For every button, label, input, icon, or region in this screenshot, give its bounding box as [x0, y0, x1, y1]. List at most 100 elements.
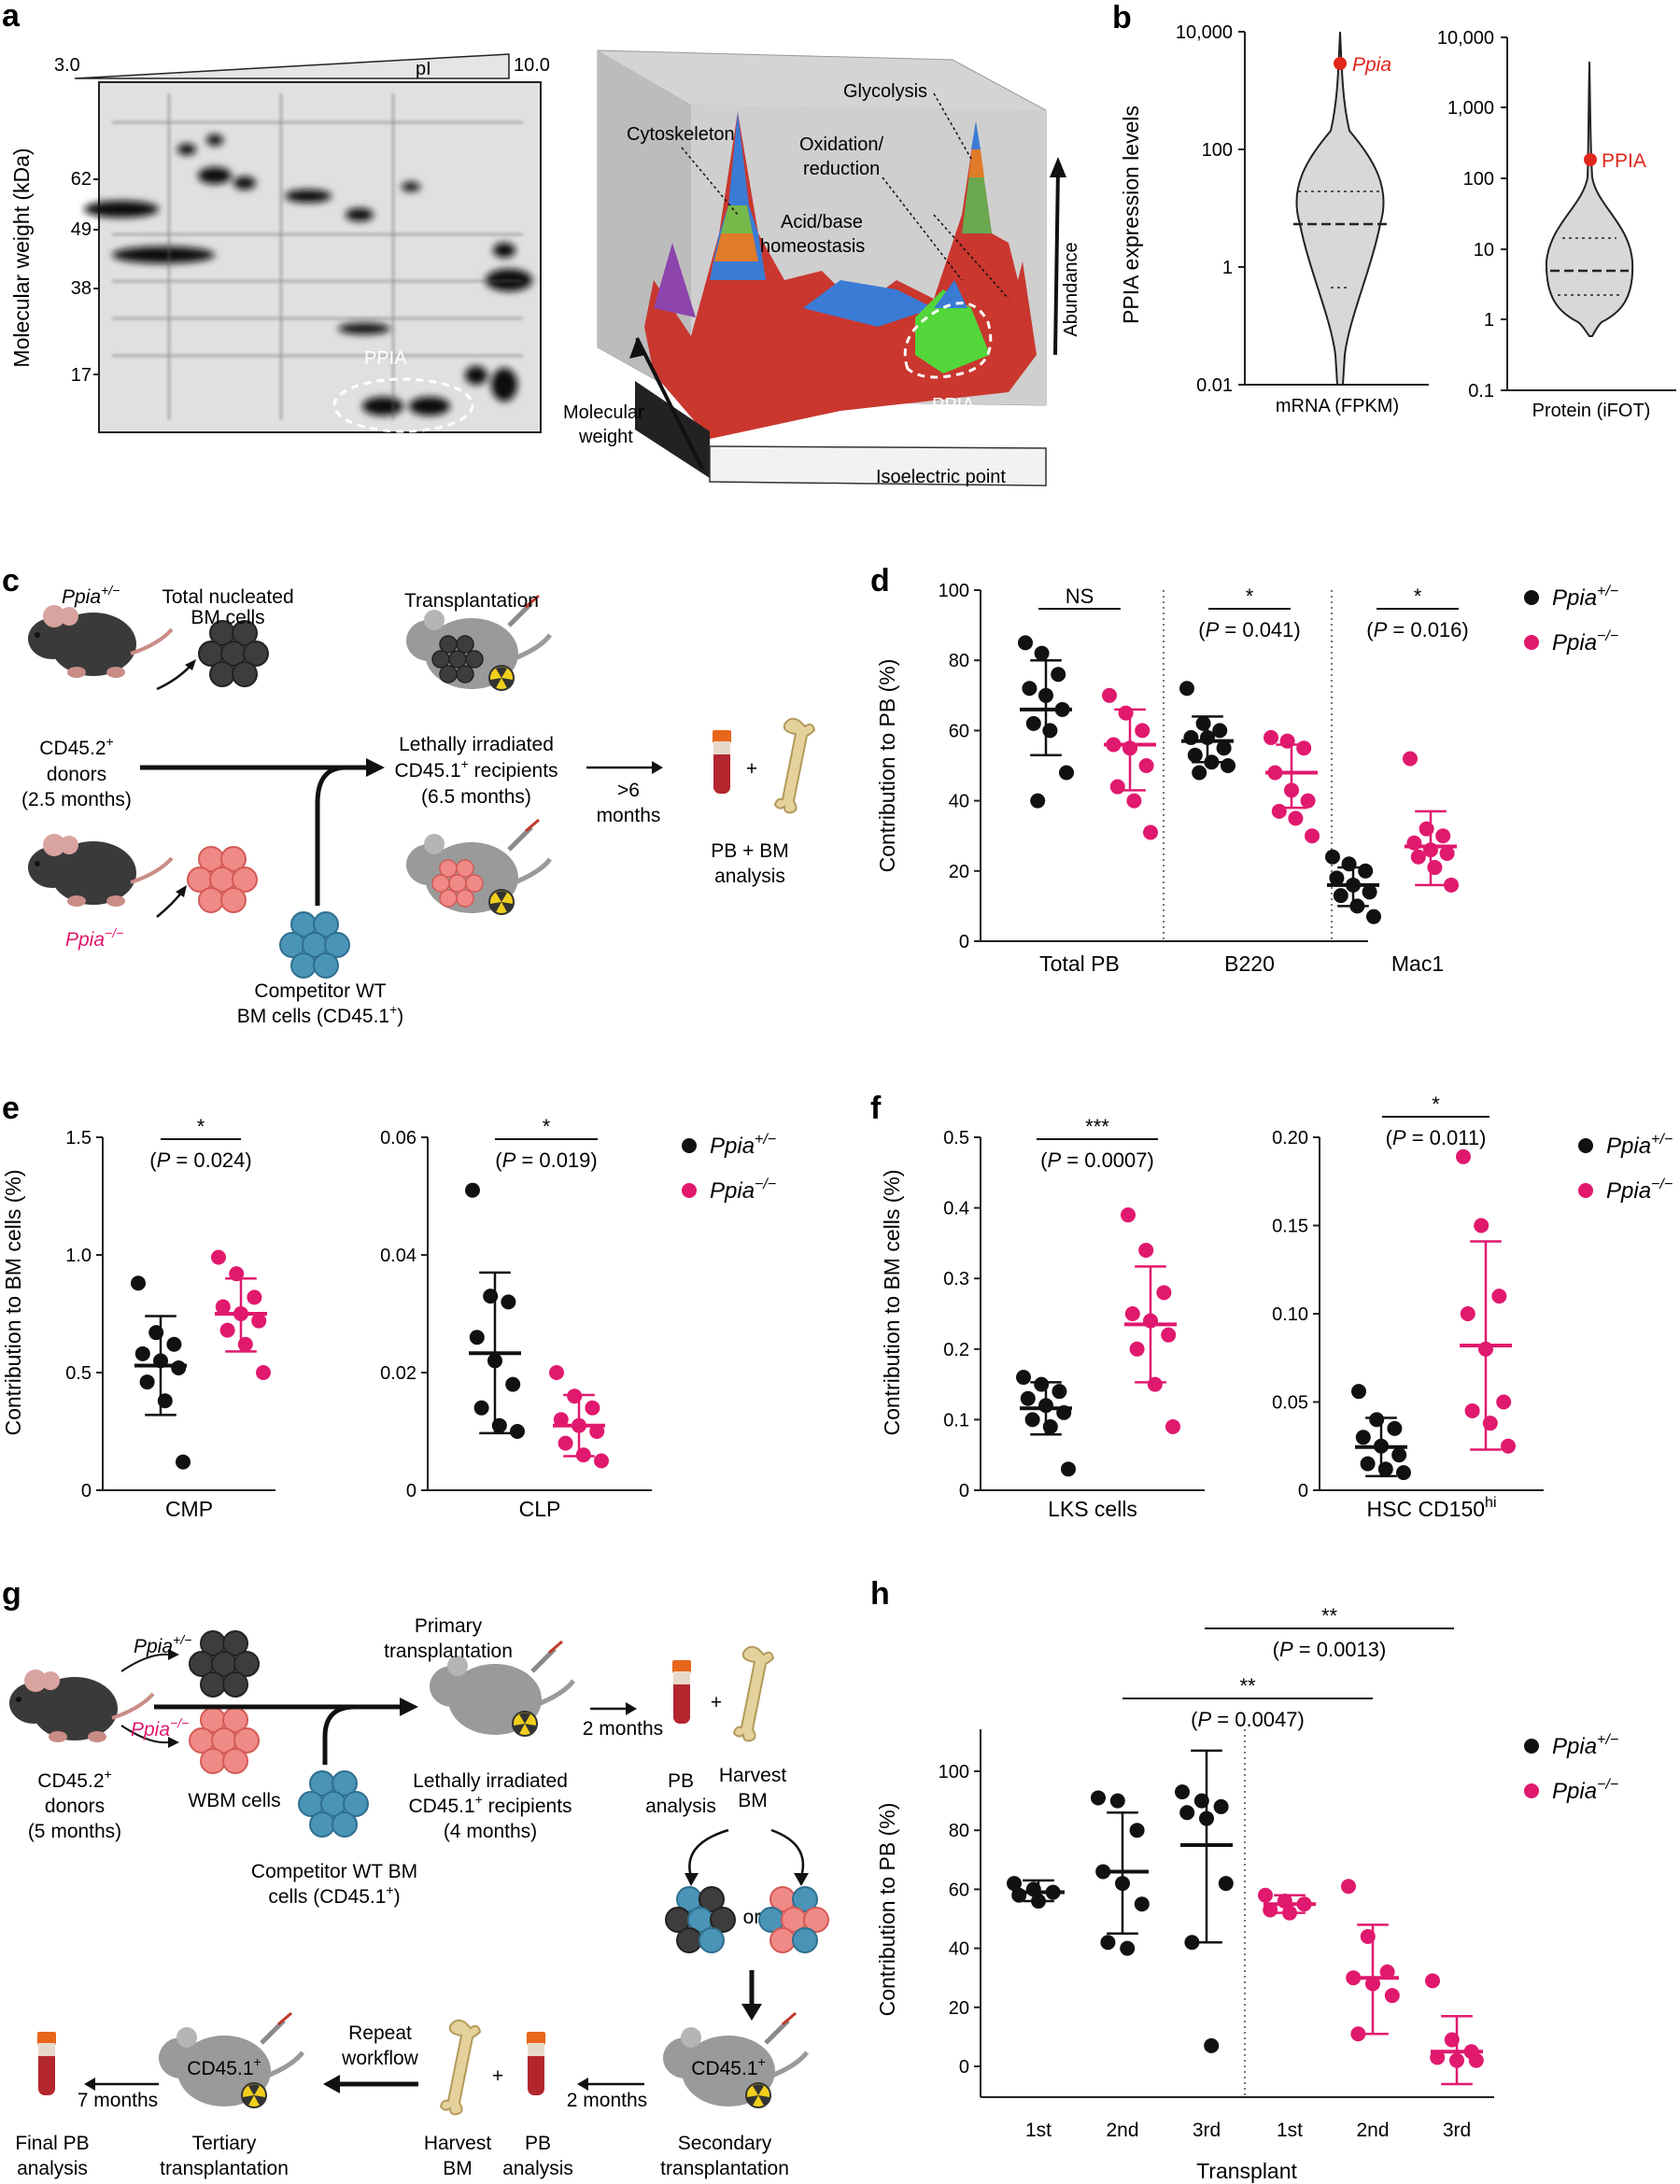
legend-ko-label: Ppia−/−	[1552, 628, 1618, 655]
d-sig-stars: *	[1414, 585, 1422, 608]
e-chart-point	[558, 1435, 573, 1451]
g-donors-1: CD45.2+	[37, 1767, 111, 1792]
mrna-tick: 100	[1202, 140, 1233, 161]
f-chart-point	[1456, 1148, 1471, 1164]
label-mw-2: weight	[578, 427, 633, 447]
c-ko-genotype: Ppia−/−	[65, 925, 123, 951]
h-y-tick-label: 60	[949, 1880, 969, 1900]
e-chart-point	[510, 1424, 525, 1439]
f-chart-y1-tick-label: 0.20	[1272, 1128, 1308, 1148]
d-point	[1216, 740, 1232, 756]
h-point	[1379, 1964, 1395, 1980]
d-sig-stars: *	[1246, 585, 1254, 608]
h-point	[1179, 1805, 1195, 1821]
ph-left: 3.0	[54, 55, 80, 76]
h-y-tick-label: 0	[959, 2057, 969, 2078]
c-time-2: months	[597, 805, 661, 826]
d-point	[1410, 849, 1426, 865]
g-pb-1: PB	[668, 1770, 694, 1792]
f-chart-point	[1165, 1418, 1180, 1434]
d-point	[1187, 747, 1203, 763]
d-y-tick-label: 100	[939, 581, 969, 601]
h-x-tick: 2nd	[1356, 2120, 1389, 2141]
g-tertiary-1: Tertiary	[192, 2133, 257, 2154]
f-chart-y0-tick-label: 0	[959, 1481, 969, 1501]
f-chart-point	[1129, 1341, 1145, 1357]
e-chart-point	[553, 1412, 569, 1428]
f-chart-y0-tick-label: 0.5	[943, 1128, 969, 1148]
d-point	[1366, 909, 1381, 924]
h-sig-top-stars: **	[1321, 1604, 1338, 1627]
protein-tick: 100	[1463, 169, 1494, 190]
h-point	[1468, 2052, 1484, 2068]
g-or: or	[743, 1907, 761, 1928]
d-point	[1138, 758, 1154, 773]
f-chart-sig-pvalue: (P = 0.0007)	[1040, 1148, 1154, 1172]
mrna-ppia-point	[1334, 57, 1347, 70]
f-chart-y0-tick-label: 0.4	[943, 1199, 969, 1219]
g-blood-tube-2	[527, 2032, 545, 2095]
d-point	[1221, 758, 1235, 773]
mrna-tick: 0.01	[1196, 375, 1233, 396]
d-point	[1325, 849, 1340, 865]
g-final-2: analysis	[17, 2158, 88, 2179]
label-acid-1: Acid/base	[781, 212, 863, 232]
het-cell-cluster	[198, 620, 269, 687]
e-chart-point	[501, 1294, 516, 1310]
g-bone	[733, 1645, 774, 1742]
protein-xlabel: Protein (iFOT)	[1532, 401, 1651, 421]
f-chart-point	[1121, 1207, 1136, 1223]
g-het-genotype: Ppia+/−	[134, 1632, 191, 1657]
e-chart-point	[139, 1374, 155, 1390]
legend-het-marker	[1578, 1138, 1593, 1153]
e-chart-point	[131, 1275, 146, 1291]
g-secondary-2: transplantation	[660, 2158, 789, 2179]
h-point	[1134, 1896, 1150, 1912]
h-point	[1425, 1973, 1440, 1989]
c-total-nucleated-1: Total nucleated	[162, 586, 293, 608]
d-point	[1435, 828, 1451, 844]
legend-het-label: Ppia+/−	[1552, 1732, 1618, 1759]
d-point	[1102, 687, 1117, 703]
e-chart-point	[505, 1376, 521, 1392]
label-cytoskeleton: Cytoskeleton	[627, 124, 735, 145]
h-y-tick-label: 100	[939, 1762, 969, 1782]
g-secondary-cd45: CD45.1+	[691, 2054, 765, 2079]
label-mw-1: Molecular	[563, 402, 644, 423]
d-sig-stars: NS	[1066, 585, 1094, 608]
h-sig-top-pvalue: (P = 0.0013)	[1273, 1638, 1387, 1661]
protein-tick: 10	[1474, 240, 1494, 261]
label-glycolysis: Glycolysis	[843, 81, 927, 102]
f-chart-point	[1460, 1306, 1475, 1321]
proteome-landscape	[597, 49, 1066, 486]
f-chart-point	[1360, 1456, 1376, 1472]
f-chart-x-label: HSC CD150hi	[1367, 1495, 1497, 1521]
legend-het-label: Ppia+/−	[1552, 584, 1618, 611]
mw-tick: 38	[71, 278, 92, 299]
e-chart-point	[256, 1365, 271, 1380]
c-plus: +	[746, 758, 757, 780]
d-point	[1126, 793, 1142, 809]
f-chart-y1-tick-label: 0.15	[1272, 1217, 1308, 1237]
h-sig-bottom-pvalue: (P = 0.0047)	[1191, 1708, 1305, 1731]
g-plus-2: +	[492, 2065, 503, 2087]
d-point	[1030, 793, 1046, 809]
label-abundance: Abundance	[1061, 242, 1081, 336]
legend-het-label: Ppia+/−	[710, 1132, 776, 1159]
c-labels: Total nucleated BM cells Transplantation…	[21, 586, 789, 1027]
e-chart-point	[211, 1249, 226, 1265]
d-point	[1300, 793, 1316, 809]
2d-gel	[84, 81, 542, 433]
f-chart-point	[1124, 1306, 1140, 1321]
panel-label-f: f	[870, 1091, 882, 1126]
g-ko-genotype: Ppia−/−	[131, 1715, 189, 1740]
protein-tick: 0.1	[1468, 381, 1494, 402]
d-x-label: Total PB	[1039, 951, 1120, 976]
d-point	[1135, 723, 1151, 739]
h-x-tick: 3rd	[1443, 2120, 1471, 2141]
f-chart-point	[1156, 1285, 1172, 1301]
h-point	[1100, 1935, 1116, 1951]
d-x-label: Mac1	[1391, 951, 1444, 976]
g-competitor-1: Competitor WT BM	[251, 1861, 417, 1882]
h-point	[1109, 1793, 1125, 1809]
